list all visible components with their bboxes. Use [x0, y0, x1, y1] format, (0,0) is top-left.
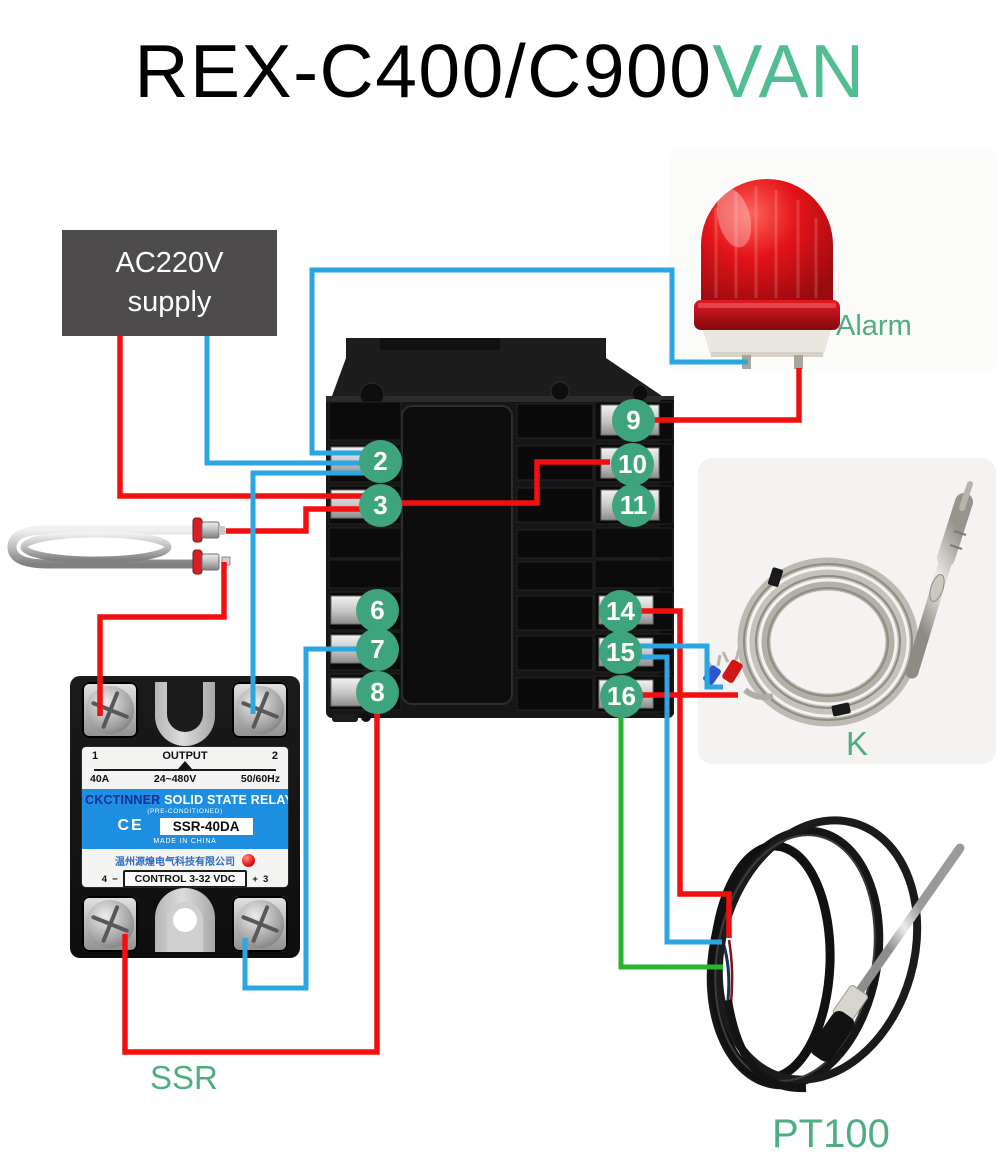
wire-red-terminal10-to-terminal3: [400, 459, 610, 506]
ssr-screw-icon: [82, 896, 138, 953]
terminal-badge-3: 3: [359, 484, 402, 527]
supply-line2: supply: [127, 286, 212, 318]
ssr-origin: MADE IN CHINA: [153, 838, 217, 846]
ssr-terminal-1: 1: [92, 750, 99, 763]
ssr-screw-icon: [232, 682, 288, 738]
wire-red-terminal3-to-heater: [226, 506, 378, 534]
page-title: REX-C400/C900VAN: [0, 28, 1000, 114]
pt100-sensor: [706, 816, 965, 1093]
ssr-model: SSR-40DA: [159, 817, 253, 835]
ssr-terminal-3: 3: [262, 873, 269, 885]
ssr-screw-icon: [232, 896, 288, 953]
terminal-badge-9: 9: [612, 399, 655, 442]
ssr-plus: +: [252, 873, 258, 885]
alarm-label: Alarm: [836, 310, 912, 342]
terminal-badge-8: 8: [356, 671, 399, 714]
terminal-badge-6: 6: [356, 589, 399, 632]
title-variant: VAN: [712, 29, 866, 113]
ssr-terminal-2: 2: [271, 750, 278, 763]
ssr-mount-notch-icon: [155, 888, 215, 953]
terminal-badge-2: 2: [359, 440, 402, 483]
ssr-brand: CKCTINNER: [85, 793, 161, 808]
ssr-output-text: OUTPUT: [162, 750, 208, 763]
ssr-bottom-terminals: [70, 887, 300, 953]
wire-green-terminal16-to-pt100: [618, 716, 723, 970]
ssr-minus: −: [112, 873, 118, 885]
alarm-pin: [794, 355, 803, 369]
terminal-badge-10: 10: [611, 443, 654, 486]
ssr-led-icon: [242, 854, 255, 868]
pt100-label: PT100: [772, 1112, 890, 1156]
ssr-label: 1 OUTPUT 2 40A 24~480V 50/60Hz CKCTINNER…: [82, 747, 288, 887]
ssr-mount-notch-icon: [155, 682, 215, 746]
wire-blue-terminal15-to-k: [640, 643, 723, 690]
k-thermocouple: [703, 481, 973, 727]
ssr-top-terminals: [70, 682, 300, 747]
ssr-relay-device: 1 OUTPUT 2 40A 24~480V 50/60Hz CKCTINNER…: [70, 676, 300, 958]
blue-wires: [204, 267, 748, 991]
wire-blue-terminal2-to-alarm: [309, 267, 748, 456]
terminal-badge-16: 16: [600, 675, 643, 718]
ac-supply-box: AC220V supply: [62, 230, 277, 336]
green-wires: [618, 716, 723, 970]
terminal-badge-14: 14: [599, 590, 642, 633]
ce-mark: CE: [117, 817, 144, 835]
ssr-screw-icon: [82, 682, 138, 738]
ssr-label-text: SSR: [150, 1059, 218, 1096]
ssr-company: 温州源煌电气科技有限公司: [115, 857, 235, 869]
wire-red-heater-to-ssr: [97, 562, 227, 716]
wire-blue-terminal15-to-pt100: [640, 654, 722, 945]
k-probe: [905, 481, 973, 679]
terminal-badge-7: 7: [356, 628, 399, 671]
ssr-switch-symbol: [94, 761, 276, 772]
red-wires: [97, 336, 802, 1055]
ssr-control-rating: CONTROL 3-32 VDC: [122, 870, 248, 887]
wire-blue-ssr-to-terminal7: [242, 646, 378, 991]
wire-blue-supply-to-terminal2: [204, 336, 378, 466]
ssr-type: SOLID STATE RELAY: [164, 793, 288, 808]
ssr-subtype: (PRE-CONDITIONED): [147, 808, 223, 816]
terminal-badge-11: 11: [612, 484, 655, 527]
pt100-probe: [810, 843, 965, 1062]
k-sensor-label: K: [846, 725, 869, 762]
ssr-amps: 40A: [90, 773, 110, 786]
supply-line1: AC220V: [115, 246, 224, 279]
wire-red-ssr-to-terminal8: [122, 710, 380, 1055]
wire-red-supply-to-terminal3: [117, 336, 378, 499]
wire-red-terminal9-to-alarm: [653, 368, 802, 423]
title-model: REX-C400/C900: [134, 29, 713, 113]
wire-red-terminal14-to-pt100: [640, 608, 732, 938]
terminal-badge-15: 15: [599, 631, 642, 674]
heater-terminal: [192, 549, 231, 575]
ssr-freq: 50/60Hz: [240, 773, 280, 786]
heater-terminal: [192, 517, 225, 543]
wire-blue-terminal2-to-ssr: [250, 470, 378, 714]
alarm-beacon: [694, 179, 840, 369]
heating-element: [7, 517, 231, 575]
ssr-volts: 24~480V: [153, 773, 197, 786]
ssr-terminal-4: 4: [101, 873, 108, 885]
